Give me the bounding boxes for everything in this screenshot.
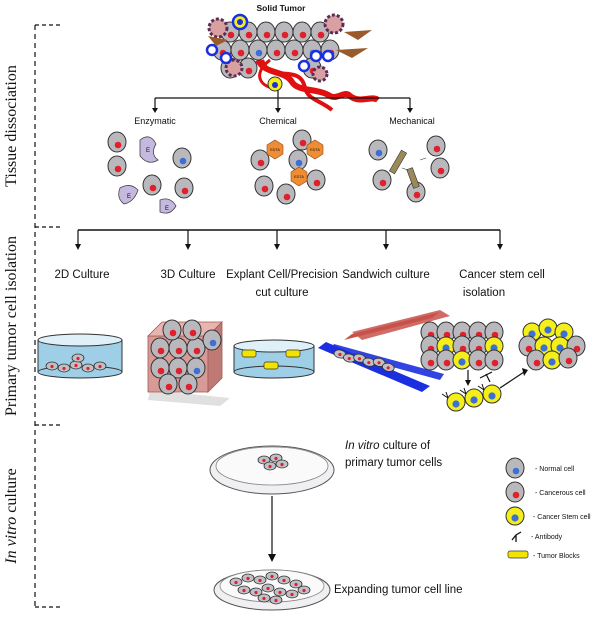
normal-cell-icon [505, 457, 525, 479]
culture-branches [75, 229, 503, 250]
legend-label: - Normal cell [535, 466, 575, 473]
dish-2d-culture [37, 333, 123, 379]
cube-3d-culture [147, 319, 230, 406]
enzymatic-illustration: E E E [107, 131, 194, 214]
dish-primary-culture [209, 445, 335, 495]
chemical-illustration: EDTA EDTA EDTA [250, 129, 326, 205]
legend-label: - Antibody [531, 534, 563, 541]
legend-item-tumor-block: - Tumor Blocks [507, 550, 580, 560]
legend-label: - Tumor Blocks [533, 553, 580, 560]
csc-isolation-illustration [420, 318, 586, 412]
expansion-arrow [268, 496, 276, 562]
culture-label-csc-line1: Cancer stem cell [459, 269, 545, 281]
chemical-tag: EDTA [294, 175, 304, 179]
culture-label-explant-line1: Explant Cell/Precision [226, 269, 338, 281]
antibody-icon [511, 531, 522, 542]
section-bracket [34, 24, 62, 608]
legend-label: - Cancer Stem cell [533, 514, 591, 521]
enzyme-letter: E [127, 194, 131, 200]
section-label-primary-isolation: Primary tumor cell isolation [3, 236, 20, 416]
culture-label-sandwich: Sandwich culture [342, 269, 430, 281]
dish-explant-culture [233, 339, 315, 379]
culture-label-2d: 2D Culture [55, 269, 110, 281]
expanding-label: Expanding tumor cell line [334, 584, 463, 596]
tumor-block-icon [507, 550, 529, 559]
sandwich-culture-illustration [318, 310, 450, 392]
enzyme-letter: E [165, 206, 169, 212]
diagram-title: Solid Tumor [257, 3, 307, 13]
enzyme-letter: E [146, 148, 150, 154]
method-label-mechanical: Mechanical [389, 116, 435, 126]
dissociation-branches [152, 90, 413, 113]
chemical-tag: EDTA [270, 148, 280, 152]
dish-expanding-cell-line [213, 569, 331, 611]
chemical-tag: EDTA [310, 148, 320, 152]
section-label-tissue-dissociation: Tissue dissociation [3, 65, 20, 187]
culture-label-csc-line2: isolation [463, 287, 505, 299]
solid-tumor-illustration [205, 13, 380, 112]
cancer-stem-cell-icon [505, 506, 525, 526]
mechanical-illustration [368, 135, 450, 203]
invitro-primary-label-line1: In vitro culture of [345, 440, 431, 452]
cancerous-cell-icon [505, 481, 525, 503]
method-label-chemical: Chemical [259, 116, 297, 126]
invitro-primary-label-line2: primary tumor cells [345, 457, 442, 469]
legend-item-cancerous: - Cancerous cell [505, 481, 586, 503]
legend-item-antibody: - Antibody [511, 531, 563, 542]
culture-label-3d: 3D Culture [161, 269, 216, 281]
method-label-enzymatic: Enzymatic [134, 116, 176, 126]
section-label-invitro-culture: In vitro culture [3, 468, 20, 564]
legend-item-stem: - Cancer Stem cell [505, 506, 591, 526]
legend-item-normal: - Normal cell [505, 457, 575, 479]
culture-label-explant-line2: cut culture [255, 287, 308, 299]
legend: - Normal cell - Cancerous cell - Cancer … [505, 457, 591, 560]
legend-label: - Cancerous cell [535, 490, 586, 497]
